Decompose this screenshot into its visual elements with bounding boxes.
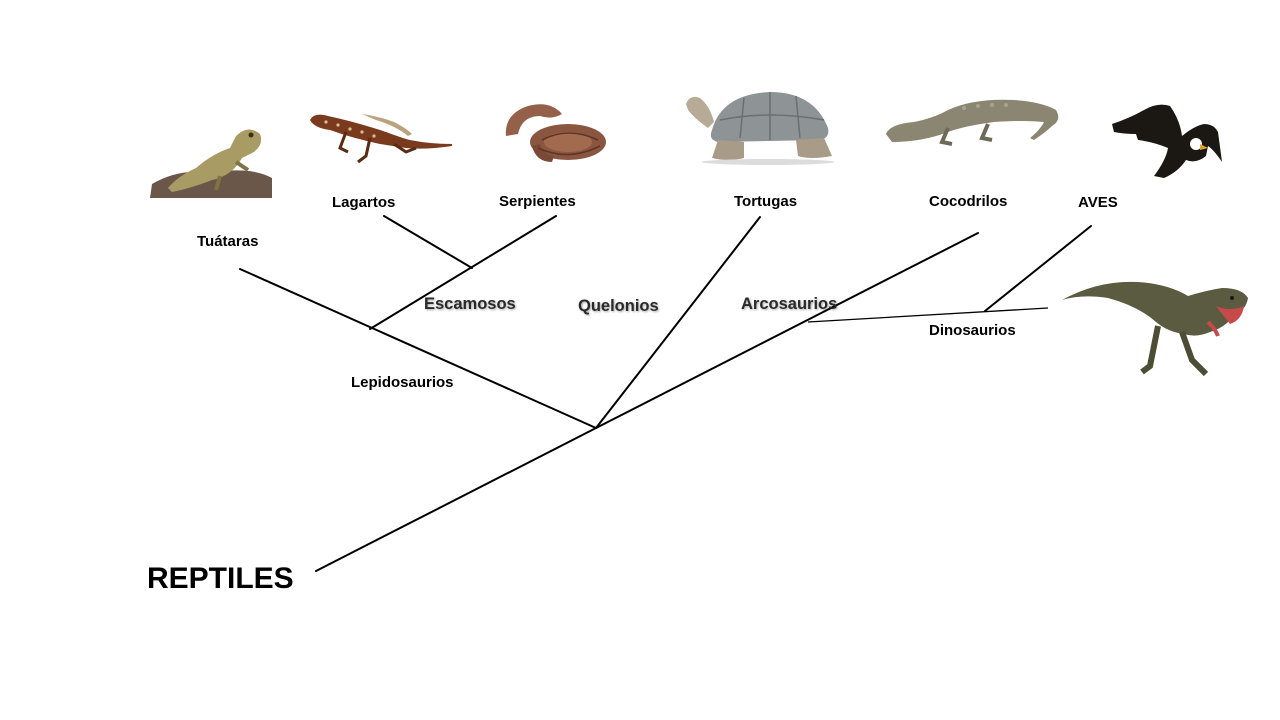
label-escamosos: Escamosos [424, 295, 516, 313]
lizard-icon [306, 108, 456, 170]
label-tuataras: Tuátaras [197, 233, 259, 250]
root-title: REPTILES [147, 562, 294, 595]
dinosaur-icon [1058, 276, 1252, 378]
snake-icon [502, 100, 608, 166]
tortoise-icon [684, 88, 842, 166]
label-lagartos: Lagartos [332, 194, 396, 211]
branch-tortugas [595, 216, 761, 429]
tuatara-icon [150, 118, 274, 198]
label-lepidosaurios: Lepidosaurios [351, 374, 454, 391]
branch-aves [984, 225, 1092, 312]
eagle-icon [1110, 100, 1224, 182]
branch-escamosos [369, 215, 557, 330]
branch-dinosaurios [807, 307, 1049, 323]
label-arcosaurios: Arcosaurios [741, 295, 838, 313]
label-tortugas: Tortugas [734, 193, 798, 210]
branch-tuataras [239, 268, 597, 429]
crocodile-icon [884, 94, 1062, 150]
branch-lagartos [383, 215, 473, 269]
label-quelonios: Quelonios [578, 297, 659, 315]
branch-cocodrilos [595, 232, 979, 429]
label-cocodrilos: Cocodrilos [929, 193, 1008, 210]
label-serpientes: Serpientes [499, 193, 576, 210]
label-dinosaurios: Dinosaurios [929, 322, 1016, 339]
label-aves: AVES [1078, 194, 1118, 211]
branch-reptiles-root [315, 427, 597, 572]
